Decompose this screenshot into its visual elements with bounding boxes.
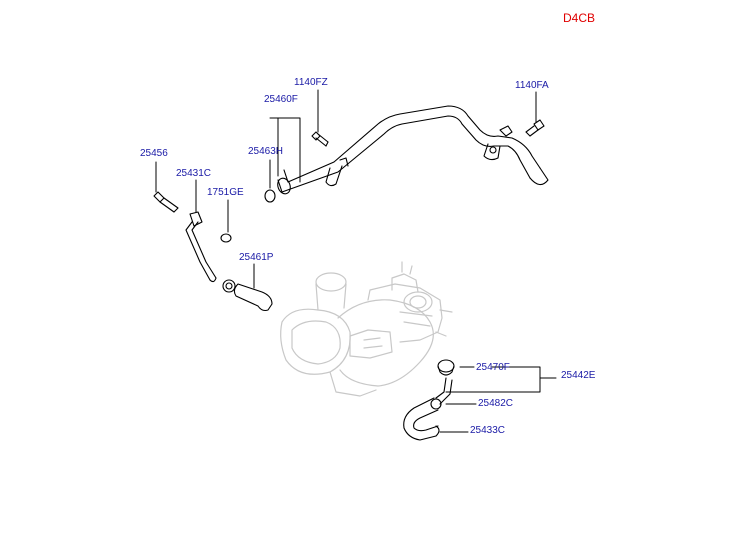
label-25433C: 25433C: [470, 425, 506, 436]
turbocharger-ghost: [280, 261, 453, 397]
label-25470F: 25470F: [476, 362, 510, 373]
clamp-25461P: [222, 279, 236, 293]
hose-25433C: [403, 397, 440, 441]
cap-25470F: [437, 359, 455, 376]
label-1140FZ: 1140FZ: [294, 77, 328, 88]
small-pipe-25470F: [435, 377, 453, 405]
hose-25461P: [233, 283, 273, 312]
coolant-pipe-25460F: [277, 105, 549, 195]
label-25460F: 25460F: [264, 94, 298, 105]
label-1751GE: 1751GE: [207, 187, 244, 198]
bolt-1140FZ: [311, 131, 329, 147]
leader-lines: [155, 89, 557, 433]
label-25442E: 25442E: [561, 370, 596, 381]
label-25456: 25456: [140, 148, 168, 159]
bolt-1140FA: [499, 119, 545, 137]
label-1140FA: 1140FA: [515, 80, 549, 91]
label-25461P: 25461P: [239, 252, 274, 263]
clamp-25482C: [430, 398, 442, 410]
label-25482C: 25482C: [478, 398, 514, 409]
label-25463H: 25463H: [248, 146, 284, 157]
gasket-1751GE: [220, 233, 232, 243]
pipe-25431C: [185, 211, 217, 283]
diagram-code: D4CB: [563, 11, 596, 25]
bolt-25456: [153, 191, 179, 213]
label-25431C: 25431C: [176, 168, 212, 179]
o-ring-25463H: [264, 189, 276, 203]
